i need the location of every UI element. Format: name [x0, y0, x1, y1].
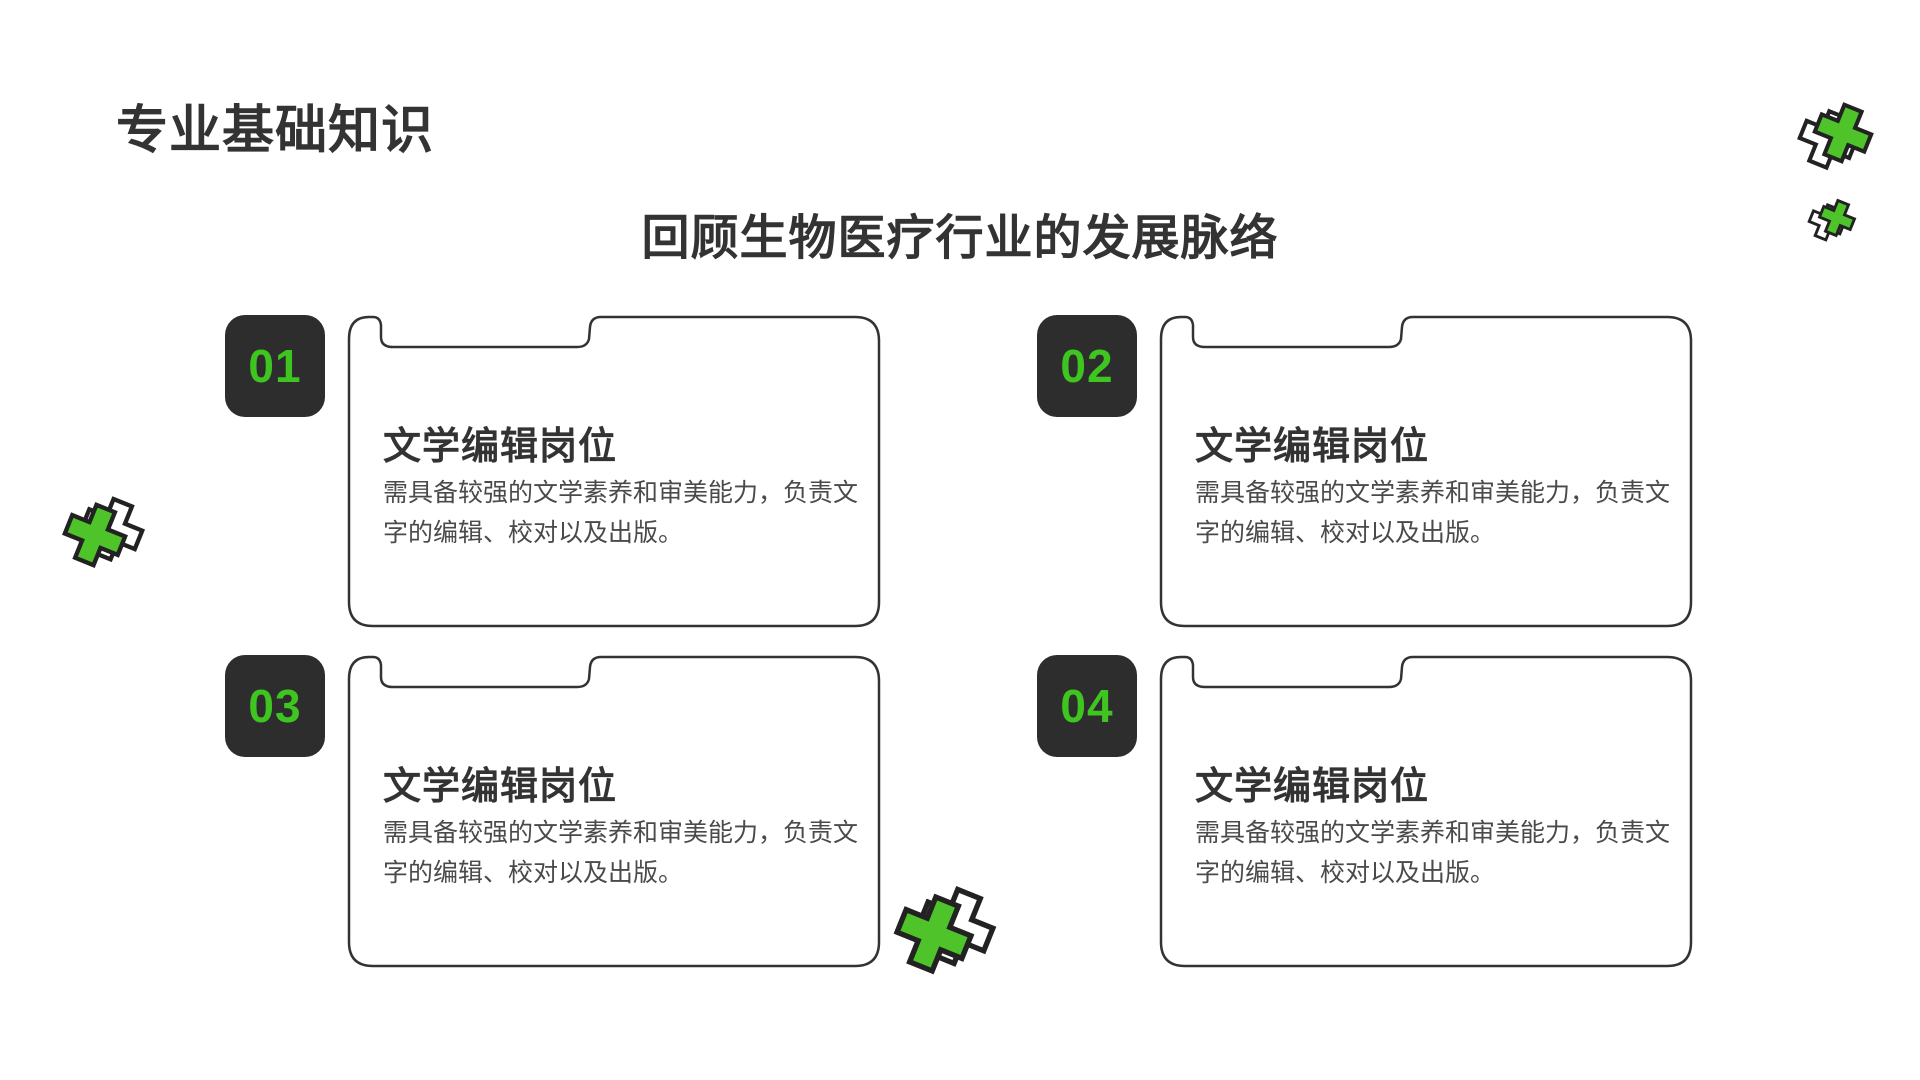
card-number-badge: 04 — [1037, 655, 1137, 757]
card-description: 需具备较强的文学素养和审美能力，负责文字的编辑、校对以及出版。 — [1195, 819, 1671, 887]
card-outline-shape — [1159, 655, 1693, 968]
card-description: 需具备较强的文学素养和审美能力，负责文字的编辑、校对以及出版。 — [1195, 479, 1671, 547]
card-title: 文学编辑岗位 — [383, 766, 618, 808]
page-title: 专业基础知识 — [116, 102, 435, 160]
card-group-03: 03 文学编辑岗位 需具备较强的文学素养和审美能力，负责文字的编辑、校对以及出版… — [225, 655, 925, 968]
card-number: 01 — [248, 340, 302, 392]
card-number: 03 — [248, 680, 302, 732]
card-outline-shape — [347, 655, 881, 968]
card-number-badge: 03 — [225, 655, 325, 757]
card-description: 需具备较强的文学素养和审美能力，负责文字的编辑、校对以及出版。 — [383, 479, 859, 547]
cross-decoration-icon — [1807, 195, 1861, 242]
card-number-badge: 02 — [1037, 315, 1137, 417]
cross-decoration-icon — [1797, 95, 1881, 171]
card-title: 文学编辑岗位 — [1195, 766, 1430, 808]
info-card: 文学编辑岗位 需具备较强的文学素养和审美能力，负责文字的编辑、校对以及出版。 — [347, 655, 881, 968]
card-outline-shape — [1159, 315, 1693, 628]
card-title: 文学编辑岗位 — [1195, 426, 1430, 468]
card-number-badge: 01 — [225, 315, 325, 417]
card-group-02: 02 文学编辑岗位 需具备较强的文学素养和审美能力，负责文字的编辑、校对以及出版… — [1037, 315, 1737, 628]
cross-decoration-icon — [885, 885, 997, 984]
cross-decoration-icon — [55, 495, 146, 576]
info-card: 文学编辑岗位 需具备较强的文学素养和审美能力，负责文字的编辑、校对以及出版。 — [347, 315, 881, 628]
info-card: 文学编辑岗位 需具备较强的文学素养和审美能力，负责文字的编辑、校对以及出版。 — [1159, 655, 1693, 968]
slide-subtitle: 回顾生物医疗行业的发展脉络 — [641, 212, 1279, 265]
card-outline-shape — [347, 315, 881, 628]
card-group-01: 01 文学编辑岗位 需具备较强的文学素养和审美能力，负责文字的编辑、校对以及出版… — [225, 315, 925, 628]
info-card: 文学编辑岗位 需具备较强的文学素养和审美能力，负责文字的编辑、校对以及出版。 — [1159, 315, 1693, 628]
card-title: 文学编辑岗位 — [383, 426, 618, 468]
card-description: 需具备较强的文学素养和审美能力，负责文字的编辑、校对以及出版。 — [383, 819, 859, 887]
card-number: 04 — [1060, 680, 1114, 732]
card-number: 02 — [1060, 340, 1114, 392]
card-group-04: 04 文学编辑岗位 需具备较强的文学素养和审美能力，负责文字的编辑、校对以及出版… — [1037, 655, 1737, 968]
